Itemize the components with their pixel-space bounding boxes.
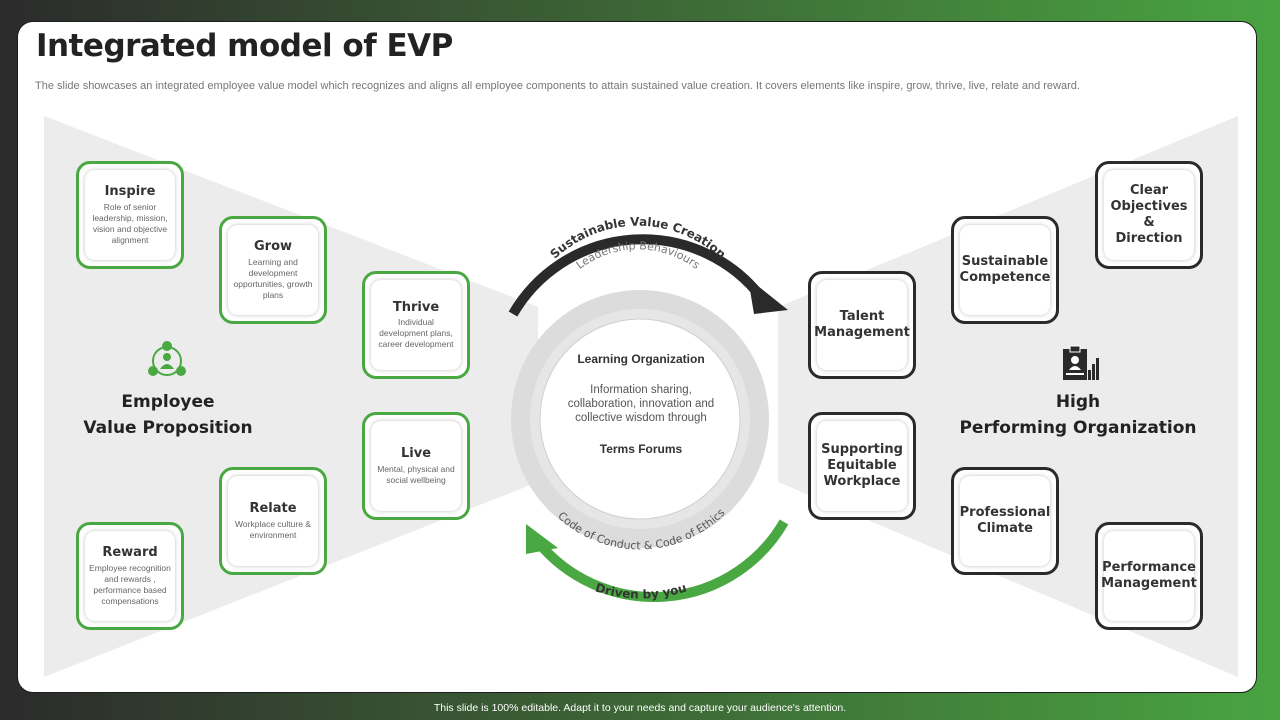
slide: Integrated model of EVP The slide showca… — [17, 21, 1257, 693]
card-description: Role of senior leadership, mission, visi… — [92, 201, 168, 245]
label-line: Performing Organization — [959, 418, 1197, 438]
card-title: Thrive — [392, 299, 440, 315]
people-network-icon — [148, 341, 186, 376]
card-title: Grow — [253, 239, 293, 255]
card-professional-climate: Professional Climate — [951, 467, 1059, 575]
page-subtitle: The slide showcases an integrated employ… — [35, 80, 1080, 92]
clipboard-chart-icon — [1063, 345, 1099, 380]
card-description: Learning and development opportunities, … — [233, 256, 313, 300]
top-arrow — [508, 234, 765, 317]
card-title: Supporting Equitable Workplace — [821, 441, 903, 490]
label-line: High — [1055, 392, 1101, 412]
bottom-arrow — [534, 519, 789, 602]
center-heading: Learning Organization — [577, 352, 705, 366]
top-arrow-head — [748, 278, 788, 314]
card-relate: Relate Workplace culture & environment — [219, 467, 327, 575]
card-grow: Grow Learning and development opportunit… — [219, 216, 327, 324]
bottom-arrow-head — [526, 524, 558, 554]
central-cycle-diagram: Sustainable Value Creation Leadership Be… — [508, 215, 789, 602]
card-description: Mental, physical and social wellbeing — [377, 463, 455, 485]
label-line: Value Proposition — [83, 418, 253, 438]
card-talent-management: Talent Management — [808, 271, 916, 379]
card-performance-management: Performance Management — [1095, 522, 1203, 630]
card-title: Inspire — [104, 184, 156, 200]
card-thrive: Thrive Individual development plans, car… — [362, 271, 470, 379]
card-clear-objectives: Clear Objectives & Direction — [1095, 161, 1203, 269]
label-line: Employee — [121, 392, 215, 412]
page-title: Integrated model of EVP — [36, 28, 453, 64]
high-performing-organization-label: High Performing Organization — [948, 389, 1208, 441]
footer-note: This slide is 100% editable. Adapt it to… — [433, 702, 847, 714]
card-title: Talent Management — [814, 308, 910, 340]
card-title: Live — [400, 446, 432, 462]
card-supporting-equitable-workplace: Supporting Equitable Workplace — [808, 412, 916, 520]
center-footer: Terms Forums — [599, 442, 683, 456]
employee-value-proposition-label: Employee Value Proposition — [68, 389, 268, 441]
card-title: Relate — [249, 501, 297, 517]
card-description: Workplace culture & environment — [235, 518, 311, 540]
card-live: Live Mental, physical and social wellbei… — [362, 412, 470, 520]
card-title: Sustainable Competence — [959, 253, 1051, 285]
card-description: Individual development plans, career dev… — [378, 317, 454, 350]
card-title: Clear Objectives & Direction — [1110, 182, 1188, 247]
card-description: Employee recognition and rewards , perfo… — [89, 562, 171, 606]
card-reward: Reward Employee recognition and rewards … — [76, 522, 184, 630]
card-title: Professional Climate — [959, 504, 1051, 536]
card-title: Reward — [102, 545, 158, 561]
card-sustainable-competence: Sustainable Competence — [951, 216, 1059, 324]
center-text: Information sharing, collaboration, inno… — [567, 384, 715, 424]
card-title: Performance Management — [1101, 559, 1197, 591]
bottom-arrow-label: Driven by you — [594, 581, 688, 602]
card-inspire: Inspire Role of senior leadership, missi… — [76, 161, 184, 269]
